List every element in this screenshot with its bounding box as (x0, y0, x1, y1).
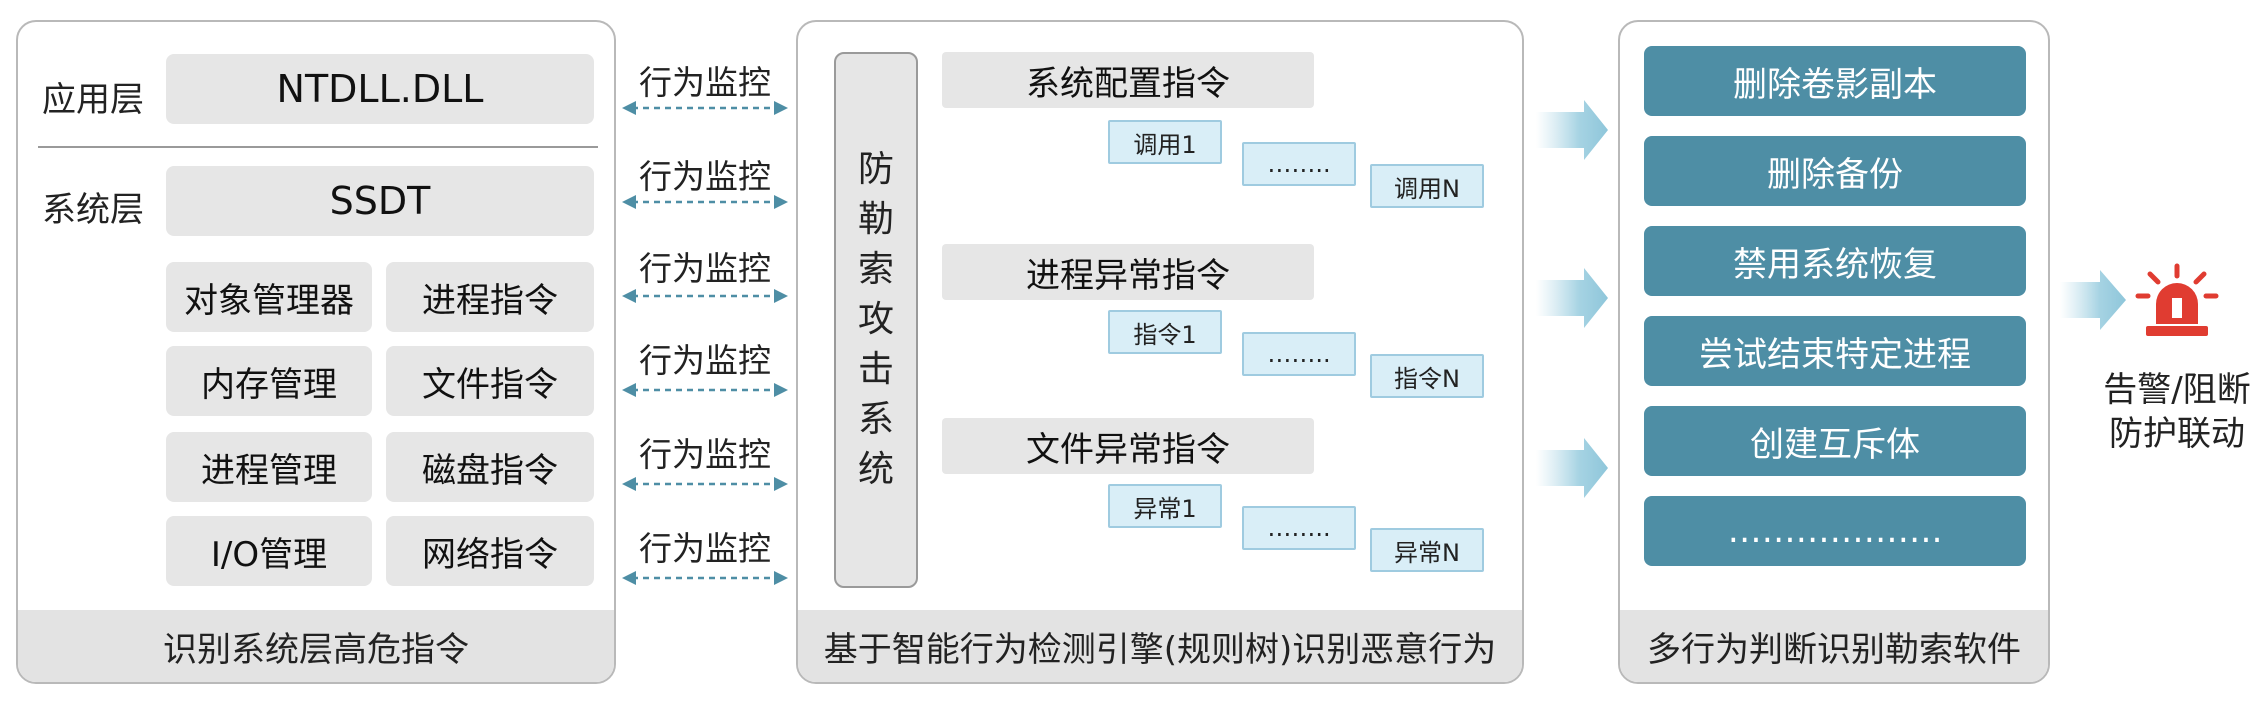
app-layer-label: 应用层 (42, 79, 144, 120)
side-char: 统 (857, 449, 894, 490)
grid-cell-io-mgmt: I/O管理 (166, 516, 372, 586)
flow-arrow-icon (1536, 438, 1608, 498)
alarm-arrow-icon (2060, 270, 2126, 330)
action-disable-system-restore: 禁用系统恢复 (1644, 226, 2026, 296)
monitor-label: 行为监控 (639, 435, 771, 474)
double-arrow-icon (620, 287, 790, 305)
grid-cell-file-cmd: 文件指令 (386, 346, 594, 416)
action-create-mutex: 创建互斥体 (1644, 406, 2026, 476)
double-arrow-icon (620, 193, 790, 211)
call-last: 指令N (1370, 354, 1484, 398)
group-title-system-config: 系统配置指令 (942, 52, 1314, 108)
right-panel: 删除卷影副本 删除备份 禁用系统恢复 尝试结束特定进程 创建互斥体 ………………… (1618, 20, 2050, 684)
group-title-file-anomaly: 文件异常指令 (942, 418, 1314, 474)
call-ellipsis: …….. (1242, 332, 1356, 376)
alarm-siren-icon (2135, 263, 2219, 336)
monitor-label: 行为监控 (639, 63, 771, 102)
side-char: 击 (857, 349, 894, 390)
right-footer: 多行为判断识别勒索软件 (1620, 610, 2048, 682)
grid-cell-disk-cmd: 磁盘指令 (386, 432, 594, 502)
side-char: 索 (857, 249, 894, 290)
flow-arrow-icon (1536, 100, 1608, 160)
ssdt-box: SSDT (166, 166, 594, 236)
monitor-label: 行为监控 (639, 529, 771, 568)
alarm-text-line1: 告警/阻断 (2103, 370, 2251, 410)
action-more: ………………. (1644, 496, 2026, 566)
grid-cell-object-manager: 对象管理器 (166, 262, 372, 332)
action-terminate-process: 尝试结束特定进程 (1644, 316, 2026, 386)
left-panel: 应用层 NTDLL.DLL 系统层 SSDT 对象管理器 进程指令 内存管理 文… (16, 20, 616, 684)
action-delete-shadow-copy: 删除卷影副本 (1644, 46, 2026, 116)
double-arrow-icon (620, 475, 790, 493)
side-char: 防 (857, 149, 894, 190)
monitor-column: 行为监控 行为监控 行为监控 行为监控 行为监控 行为监控 (620, 0, 790, 706)
call-last: 调用N (1370, 164, 1484, 208)
grid-cell-network-cmd: 网络指令 (386, 516, 594, 586)
monitor-label: 行为监控 (639, 249, 771, 288)
double-arrow-icon (620, 569, 790, 587)
flow-arrow-icon (1536, 268, 1608, 328)
double-arrow-icon (620, 99, 790, 117)
side-char: 勒 (857, 199, 894, 240)
call-last: 异常N (1370, 528, 1484, 572)
alarm-text-line2: 防护联动 (2109, 414, 2245, 454)
group-title-process-anomaly: 进程异常指令 (942, 244, 1314, 300)
call-first: 异常1 (1108, 484, 1222, 528)
grid-cell-process-cmd: 进程指令 (386, 262, 594, 332)
layer-divider (38, 146, 598, 148)
call-ellipsis: …….. (1242, 506, 1356, 550)
middle-panel: 防 勒 索 攻 击 系 统 系统配置指令 调用1 …….. 调用N 进程异常指令… (796, 20, 1524, 684)
flow-arrows (1536, 100, 1608, 498)
grid-cell-process-mgmt: 进程管理 (166, 432, 372, 502)
double-arrow-icon (620, 381, 790, 399)
anti-ransomware-system-label: 防 勒 索 攻 击 系 统 (834, 52, 918, 588)
grid-cell-memory-mgmt: 内存管理 (166, 346, 372, 416)
monitor-label: 行为监控 (639, 341, 771, 380)
system-layer-label: 系统层 (42, 189, 144, 230)
call-first: 指令1 (1108, 310, 1222, 354)
ntdll-box: NTDLL.DLL (166, 54, 594, 124)
side-char: 攻 (857, 299, 894, 340)
action-delete-backup: 删除备份 (1644, 136, 2026, 206)
call-ellipsis: …….. (1242, 142, 1356, 186)
call-first: 调用1 (1108, 120, 1222, 164)
monitor-arrows (620, 99, 790, 587)
left-footer: 识别系统层高危指令 (18, 610, 614, 682)
side-char: 系 (857, 399, 894, 440)
monitor-label: 行为监控 (639, 157, 771, 196)
middle-footer: 基于智能行为检测引擎(规则树)识别恶意行为 (798, 610, 1522, 682)
